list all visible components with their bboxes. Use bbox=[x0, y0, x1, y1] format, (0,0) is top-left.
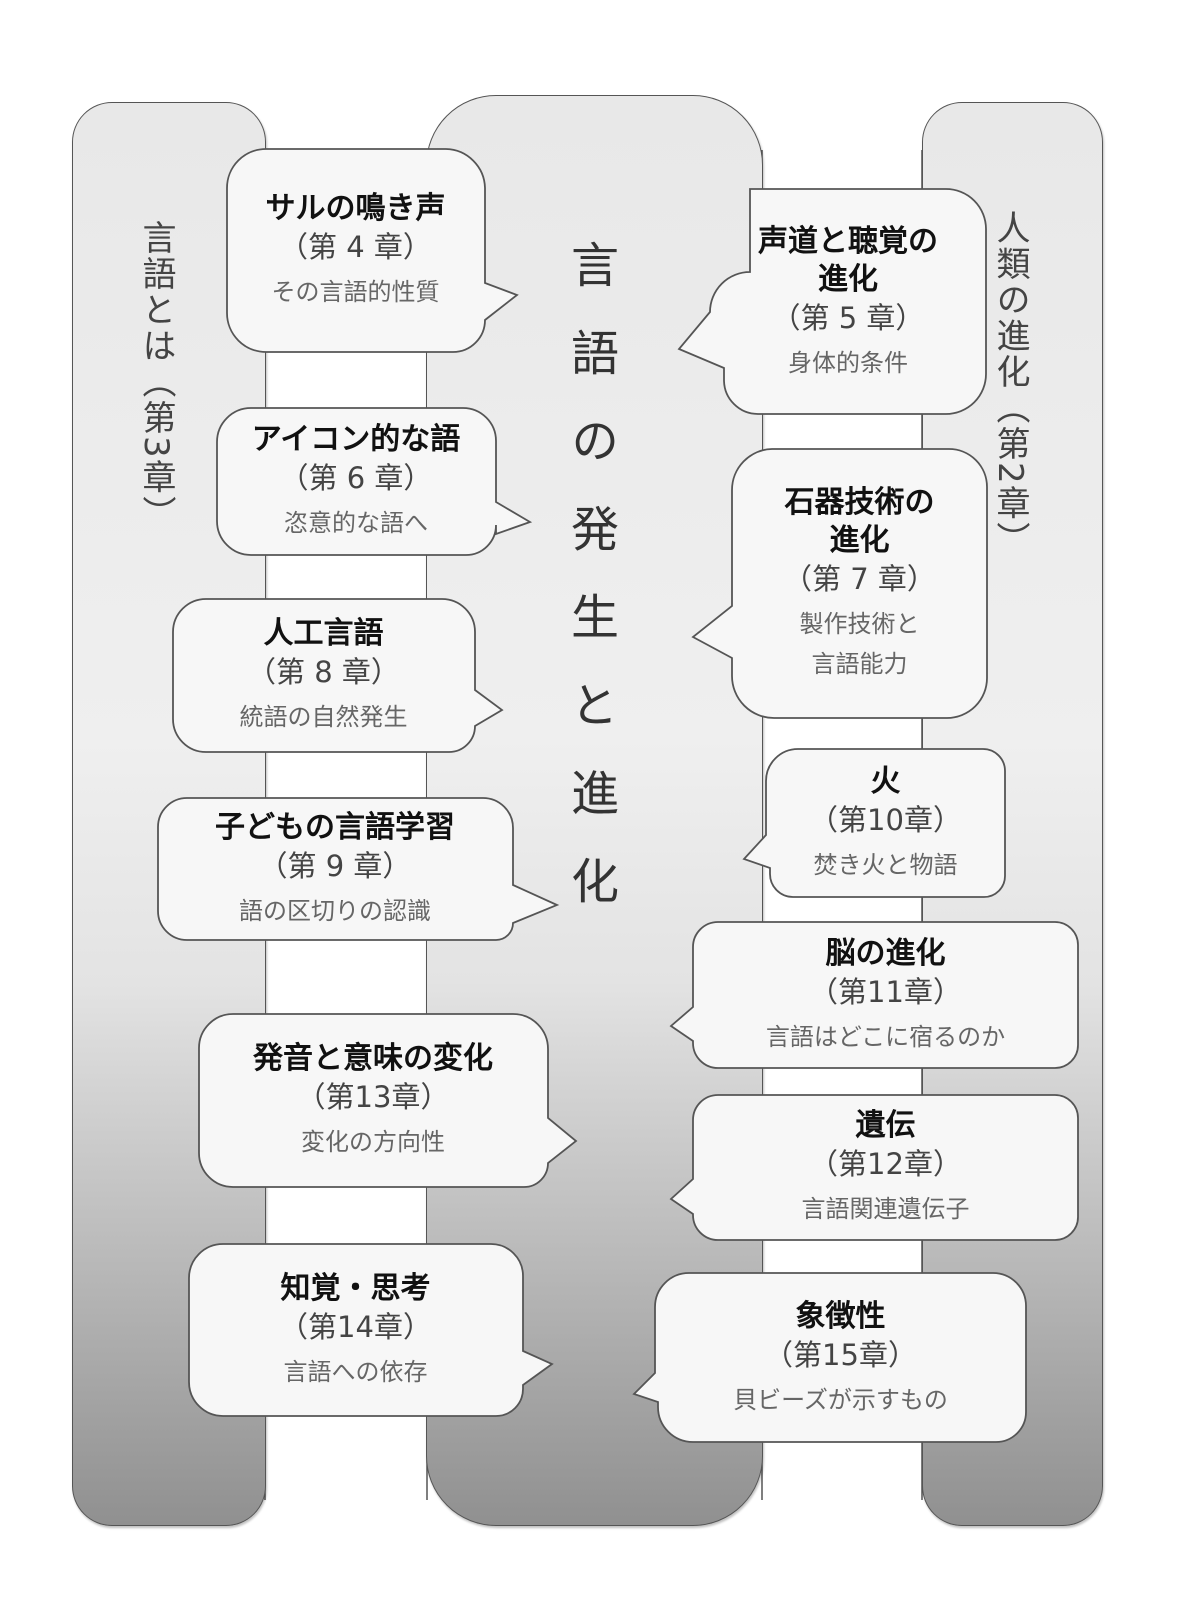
balloon-chapter: （第 5 章） bbox=[771, 300, 925, 335]
balloon-chapter: （第10章） bbox=[809, 802, 962, 837]
balloon-chapter: （第14章） bbox=[279, 1309, 432, 1344]
balloon-title: 遺伝 bbox=[855, 1108, 916, 1143]
balloon-title: サルの鳴き声 bbox=[265, 191, 446, 226]
balloon-chapter-8: 人工言語 （第 8 章） 統語の自然発生 bbox=[172, 598, 504, 754]
balloon-chapter: （第 8 章） bbox=[247, 655, 400, 689]
balloon-chapter-6: アイコン的な語 （第 6 章） 恣意的な語へ bbox=[216, 407, 533, 557]
balloon-title: 子どもの言語学習 bbox=[215, 809, 455, 845]
balloon-chapter: （第15章） bbox=[764, 1337, 917, 1372]
balloon-chapter-12: 遺伝 （第12章） 言語関連遺伝子 bbox=[669, 1094, 1080, 1242]
balloon-chapter-7: 石器技術の 進化 （第 7 章） 製作技術と 言語能力 bbox=[691, 448, 989, 720]
balloon-subtitle: 焚き火と物語 bbox=[813, 850, 958, 879]
balloon-subtitle: 身体的条件 bbox=[788, 348, 908, 377]
balloon-chapter-10: 火 （第10章） 焚き火と物語 bbox=[742, 748, 1007, 899]
balloon-subtitle: 言語はどこに宿るのか bbox=[765, 1022, 1006, 1051]
left-column-label: 言語とは（第3章） bbox=[136, 220, 176, 532]
balloon-chapter-5: 声道と聴覚の 進化 （第 5 章） 身体的条件 bbox=[677, 188, 989, 417]
balloon-chapter-4: サルの鳴き声 （第 4 章） その言語的性質 bbox=[226, 148, 519, 354]
right-column-label: 人類の進化（第2章） bbox=[990, 210, 1030, 558]
balloon-chapter: （第 4 章） bbox=[279, 230, 432, 264]
balloon-title: 象徴性 bbox=[795, 1298, 886, 1334]
balloon-subtitle: 言語関連遺伝子 bbox=[801, 1195, 970, 1223]
balloon-title: 人工言語 bbox=[263, 616, 384, 651]
balloon-chapter-14: 知覚・思考 （第14章） 言語への依存 bbox=[188, 1243, 554, 1418]
balloon-subtitle: 貝ビーズが示すもの bbox=[733, 1385, 948, 1414]
balloon-chapter: （第12章） bbox=[809, 1147, 962, 1181]
balloon-title: 発音と意味の変化 bbox=[253, 1041, 493, 1076]
center-column-title: 言語の発生と進化 bbox=[562, 240, 618, 944]
balloon-chapter: （第 7 章） bbox=[783, 562, 936, 596]
balloon-title: 声道と聴覚の 進化 bbox=[758, 223, 938, 297]
balloon-title: 知覚・思考 bbox=[280, 1270, 431, 1306]
balloon-title: 石器技術の 進化 bbox=[784, 485, 935, 558]
balloon-subtitle: 語の区切りの認識 bbox=[239, 896, 431, 925]
balloon-title: 火 bbox=[870, 763, 901, 799]
balloon-chapter-13: 発音と意味の変化 （第13章） 変化の方向性 bbox=[198, 1013, 580, 1189]
balloon-title: アイコン的な語 bbox=[251, 422, 461, 457]
balloon-subtitle: 製作技術と 言語能力 bbox=[799, 610, 920, 678]
balloon-subtitle: 統語の自然発生 bbox=[239, 703, 408, 731]
balloon-subtitle: 言語への依存 bbox=[283, 1357, 428, 1386]
balloon-subtitle: その言語的性質 bbox=[271, 278, 440, 306]
balloon-title: 脳の進化 bbox=[825, 935, 946, 971]
balloon-chapter: （第 6 章） bbox=[279, 461, 433, 495]
balloon-chapter-11: 脳の進化 （第11章） 言語はどこに宿るのか bbox=[669, 921, 1080, 1070]
balloon-subtitle: 変化の方向性 bbox=[301, 1128, 445, 1156]
balloon-chapter: （第11章） bbox=[809, 974, 962, 1009]
balloon-chapter-9: 子どもの言語学習 （第 9 章） 語の区切りの認識 bbox=[157, 797, 561, 942]
balloon-chapter-15: 象徴性 （第15章） 貝ビーズが示すもの bbox=[632, 1272, 1028, 1445]
balloon-chapter: （第 9 章） bbox=[258, 848, 412, 883]
balloon-chapter: （第13章） bbox=[296, 1080, 450, 1114]
balloon-subtitle: 恣意的な語へ bbox=[284, 509, 428, 537]
